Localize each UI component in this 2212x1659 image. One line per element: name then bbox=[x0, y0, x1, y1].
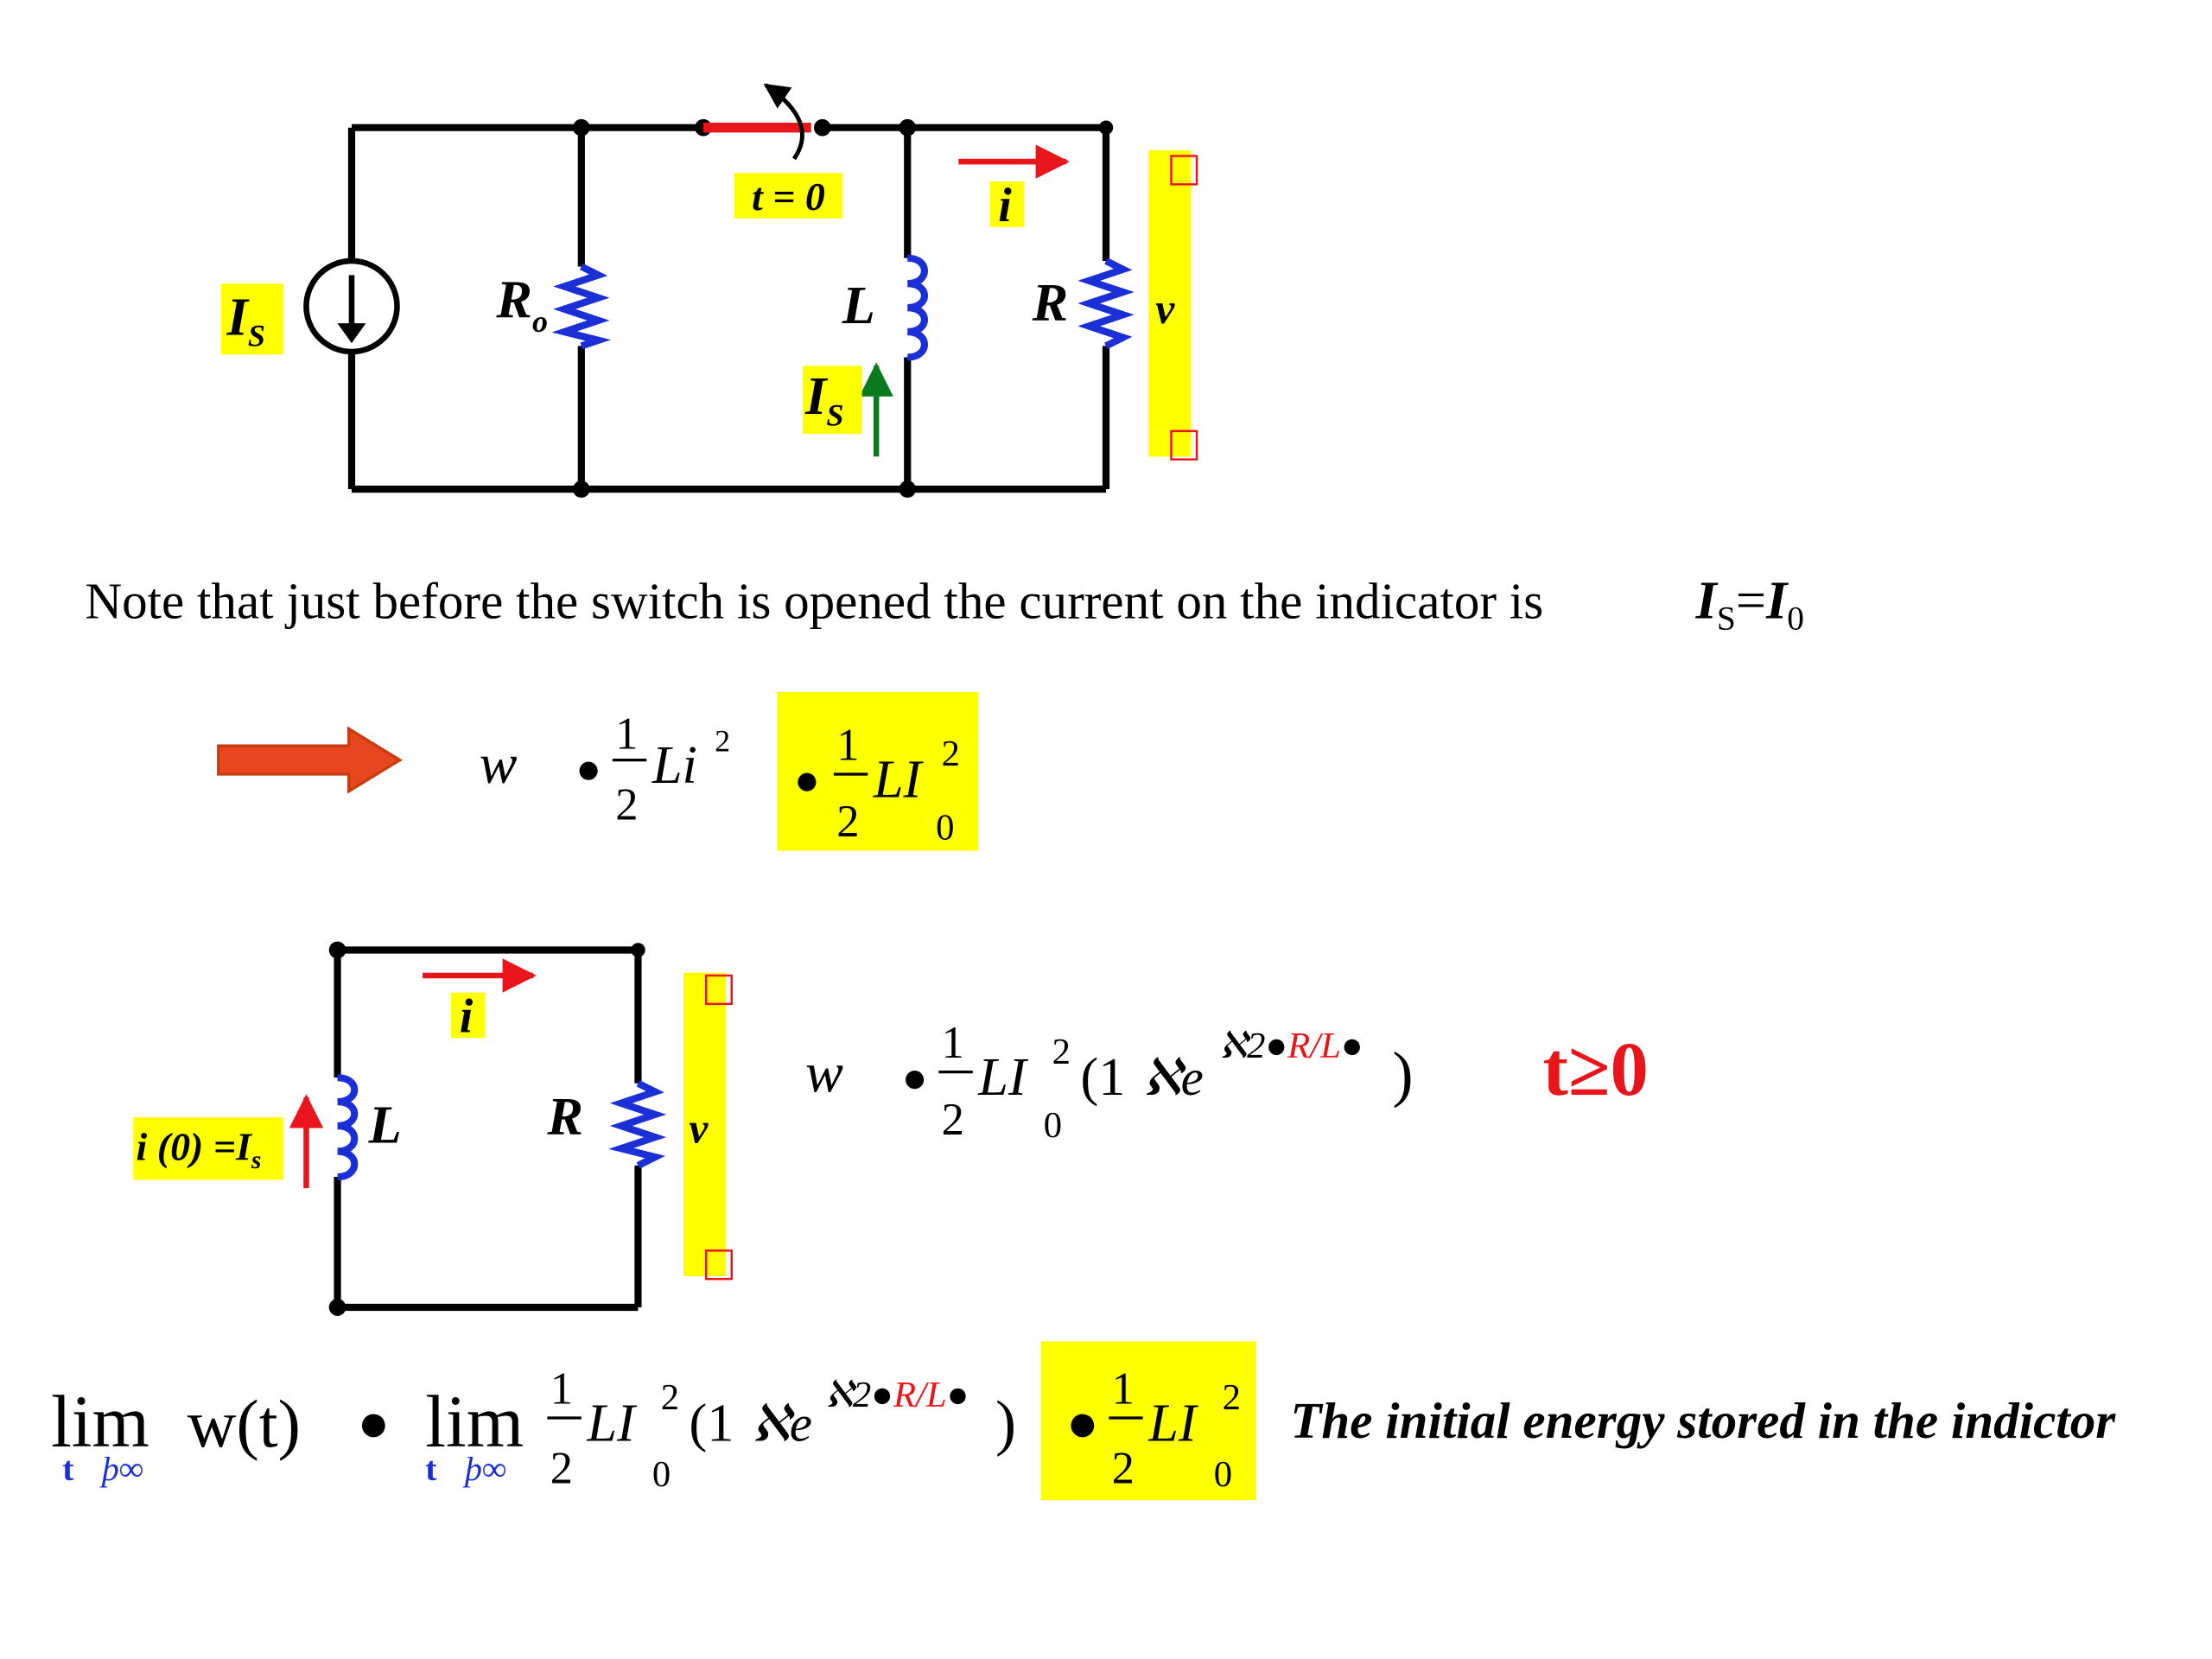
is-label-highlight bbox=[802, 365, 862, 435]
lim-LI: LI bbox=[586, 1393, 638, 1452]
note-line: Note that just before the switch is open… bbox=[85, 570, 1804, 637]
lim-frac-num: 1 bbox=[550, 1364, 573, 1414]
r0-label: Ro bbox=[495, 270, 548, 339]
decay-w: w bbox=[805, 1043, 843, 1105]
lim-minus-e: ℵe bbox=[752, 1395, 812, 1452]
current-label: i bbox=[998, 179, 1012, 232]
lim-sub0: 0 bbox=[652, 1454, 671, 1495]
decay-frac-den: 2 bbox=[942, 1095, 964, 1145]
energy-result-highlight bbox=[777, 691, 979, 851]
voltage-bar-2 bbox=[683, 972, 727, 1276]
current-label-highlight bbox=[989, 181, 1024, 227]
voltage-plus-box-2 bbox=[705, 974, 733, 1006]
energy-bullet: ● bbox=[575, 745, 601, 792]
energy-result-num: 1 bbox=[836, 721, 859, 771]
circuit1-wires bbox=[347, 124, 1110, 493]
lim-result-num: 1 bbox=[1112, 1364, 1135, 1414]
decay-sup2: 2 bbox=[1052, 1032, 1071, 1072]
voltage-label-2: v bbox=[690, 1105, 709, 1153]
circuit2-dot-tr bbox=[631, 943, 645, 957]
lim-exponent: ℵ2●R/L● bbox=[825, 1375, 969, 1415]
energy-result-sub0: 0 bbox=[936, 807, 954, 848]
current-label-2-highlight bbox=[450, 992, 486, 1039]
decay-equation: w ● 1 2 LI 2 0 (1 ℵe ℵ2●R/L● ) bbox=[805, 1018, 1413, 1146]
implies-arrow bbox=[217, 726, 403, 794]
inductor-2-label: L bbox=[368, 1096, 402, 1155]
lim-result-highlight bbox=[1040, 1341, 1256, 1501]
energy-frac-num: 1 bbox=[615, 709, 638, 759]
lim1-wt: w(t) bbox=[188, 1387, 301, 1462]
voltage-plus-box bbox=[1170, 155, 1198, 186]
source-label-highlight bbox=[221, 283, 284, 355]
energy-frac-den: 2 bbox=[615, 780, 638, 830]
r0-resistor bbox=[551, 263, 612, 350]
is-label: IS bbox=[804, 366, 843, 432]
voltage-minus-box-2 bbox=[705, 1249, 733, 1281]
lim2: lim bbox=[425, 1382, 524, 1463]
energy-result-sup2: 2 bbox=[942, 734, 960, 774]
lim-result-den: 2 bbox=[1112, 1444, 1135, 1494]
decay-open-paren: (1 bbox=[1080, 1047, 1125, 1107]
note-text: Note that just before the switch is open… bbox=[85, 572, 1543, 629]
inductor-label: L bbox=[842, 276, 875, 335]
lim-result-sup2: 2 bbox=[1223, 1377, 1241, 1418]
lim-result-bullet: ● bbox=[1066, 1393, 1099, 1452]
lim-bullet: ● bbox=[358, 1393, 391, 1452]
energy-result-LI: LI bbox=[873, 749, 925, 809]
circuit-rl-discharge: L i (0) =Is i R v bbox=[133, 941, 733, 1316]
source-label: IS bbox=[226, 287, 265, 353]
r-resistor bbox=[1077, 257, 1135, 350]
energy-Li: Li bbox=[652, 735, 697, 795]
lim-sup2: 2 bbox=[661, 1377, 679, 1418]
decay-LI: LI bbox=[977, 1047, 1029, 1107]
r-resistor-2 bbox=[608, 1080, 667, 1169]
init-label-highlight bbox=[133, 1117, 284, 1180]
voltage-label: v bbox=[1155, 285, 1175, 333]
lim-open-paren: (1 bbox=[690, 1393, 734, 1452]
circuit2-dot-tl bbox=[328, 941, 346, 959]
circuit-with-switch: t = 0 IS Ro L IS i R bbox=[221, 83, 1198, 498]
switch-label: t = 0 bbox=[752, 175, 825, 219]
decay-close-paren: ) bbox=[1392, 1039, 1413, 1109]
r-label: R bbox=[1032, 273, 1069, 333]
lim-caption: The initial energy stored in the indicto… bbox=[1290, 1392, 2116, 1449]
energy-w: w bbox=[480, 734, 518, 796]
switch-label-highlight bbox=[734, 173, 842, 219]
inductor bbox=[906, 254, 928, 361]
current-source bbox=[303, 257, 400, 355]
note-equation: IS=I0 bbox=[1695, 570, 1804, 637]
circuit2-wires bbox=[334, 946, 642, 1312]
init-label: i (0) =Is bbox=[137, 1124, 262, 1174]
voltage-minus-box bbox=[1170, 429, 1198, 461]
lim-result-LI: LI bbox=[1147, 1393, 1199, 1452]
decay-minus-e: ℵe bbox=[1143, 1049, 1204, 1106]
circuit2-dot-bl bbox=[328, 1299, 346, 1316]
energy-equation: w ● 1 2 Li 2 ● 1 2 LI 2 0 bbox=[217, 691, 979, 851]
lim1: lim bbox=[51, 1382, 149, 1463]
decay-bullet: ● bbox=[902, 1054, 928, 1102]
lim-close-paren: ) bbox=[995, 1389, 1016, 1458]
r-label-2: R bbox=[546, 1087, 583, 1147]
inductor-2 bbox=[337, 1074, 359, 1181]
current-label-2: i bbox=[460, 990, 474, 1044]
energy-result-bullet: ● bbox=[794, 756, 820, 804]
energy-result-den: 2 bbox=[836, 797, 859, 847]
lim-result-sub0: 0 bbox=[1214, 1454, 1232, 1495]
decay-frac-num: 1 bbox=[942, 1018, 964, 1068]
voltage-bar bbox=[1148, 149, 1192, 457]
switch bbox=[702, 83, 811, 161]
decay-sub0: 0 bbox=[1044, 1105, 1062, 1146]
time-condition: t≥0 bbox=[1542, 1027, 1648, 1112]
decay-exponent: ℵ2●R/L● bbox=[1219, 1026, 1363, 1066]
energy-Li-sq: 2 bbox=[715, 724, 730, 759]
lim-frac-den: 2 bbox=[550, 1444, 573, 1494]
